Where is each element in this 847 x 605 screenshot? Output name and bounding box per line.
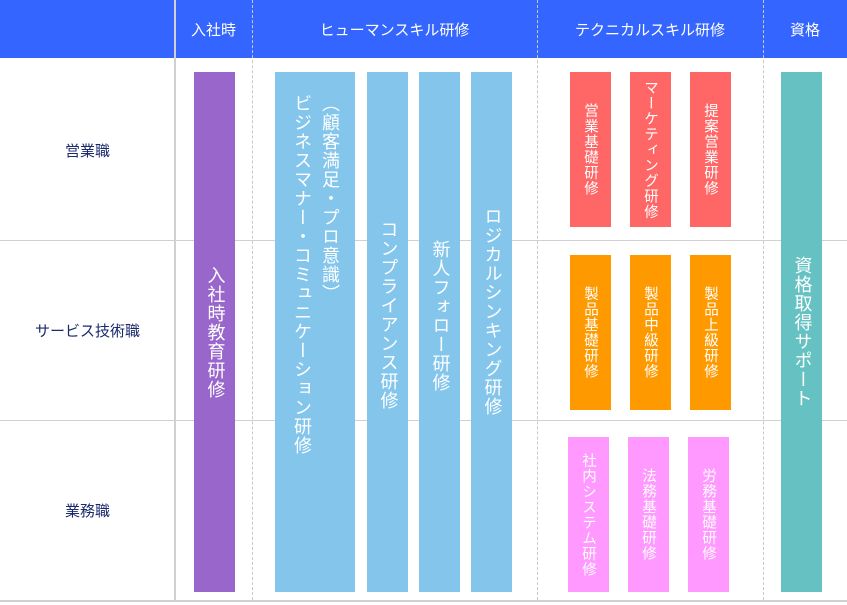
bar-label: ロジカルシンキング研修	[481, 207, 503, 416]
tech-sales-bar: マーケティング研修	[630, 72, 671, 227]
header-human-skills: ヒューマンスキル研修	[319, 20, 470, 39]
header-technical-skills: テクニカルスキル研修	[574, 20, 725, 39]
header-orientation: 入社時	[190, 20, 236, 39]
bar-label: マーケティング研修	[642, 79, 658, 220]
human-skill-bar: ロジカルシンキング研修	[471, 72, 512, 592]
bar-label: コンプライアンス研修	[377, 220, 399, 410]
tech-sales-bar: 営業基礎研修	[570, 72, 611, 227]
divider	[252, 0, 253, 600]
qualification-bar: 資格取得サポート	[781, 72, 822, 592]
bar-label: 入社時教育研修	[204, 265, 226, 399]
divider	[174, 0, 176, 600]
bar-label: 製品基礎研修	[582, 286, 598, 379]
bar-label: 新人フォロー研修	[429, 240, 451, 392]
orientation-bar: 入社時教育研修	[194, 72, 235, 592]
bar-label: 製品中級研修	[642, 286, 658, 379]
tech-service-bar: 製品基礎研修	[570, 255, 611, 410]
bar-label: 社内システム研修	[580, 452, 596, 577]
human-skill-bar: 新人フォロー研修	[419, 72, 460, 592]
row-label-sales: 営業職	[64, 141, 110, 160]
bar-label: 労務基礎研修	[700, 468, 716, 561]
bar-label: 製品上級研修	[702, 286, 718, 379]
tech-service-bar: 製品上級研修	[690, 255, 731, 410]
divider	[763, 0, 764, 600]
bar-label: 提案営業研修	[702, 103, 718, 196]
row-label-office: 業務職	[64, 501, 110, 520]
header-bar	[0, 0, 847, 58]
row-label-service: サービス技術職	[34, 321, 140, 340]
divider	[537, 0, 538, 600]
tech-service-bar: 製品中級研修	[630, 255, 671, 410]
header-qualification: 資格	[789, 20, 820, 39]
tech-office-bar: 法務基礎研修	[628, 437, 669, 592]
tech-office-bar: 社内システム研修	[568, 437, 609, 592]
tech-office-bar: 労務基礎研修	[688, 437, 729, 592]
human-skill-bar: （顧客満足・プロ意識） ビジネスマナー・コミュニケーション研修	[275, 72, 355, 592]
bar-label: ビジネスマナー・コミュニケーション研修	[291, 94, 312, 455]
tech-sales-bar: 提案営業研修	[690, 72, 731, 227]
bar-label: 資格取得サポート	[791, 256, 813, 408]
human-skill-bar: コンプライアンス研修	[367, 72, 408, 592]
bar-label: 営業基礎研修	[582, 103, 598, 196]
bar-label: 法務基礎研修	[640, 468, 656, 561]
divider	[0, 600, 847, 602]
bar-sublabel: （顧客満足・プロ意識）	[319, 94, 340, 303]
